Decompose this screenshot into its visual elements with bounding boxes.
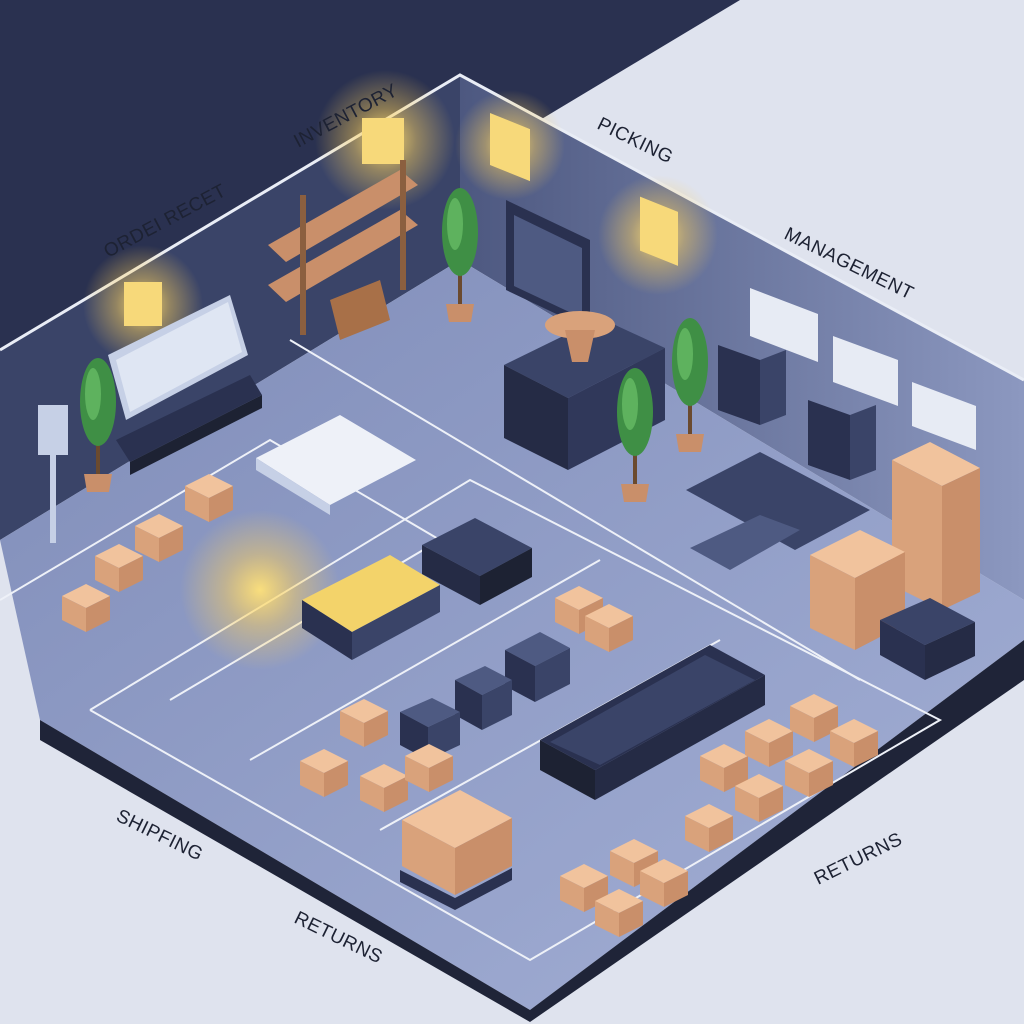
packing-table bbox=[256, 415, 416, 515]
order-receipt-terminal bbox=[38, 295, 262, 543]
right-wall bbox=[460, 75, 1024, 600]
wall-lights bbox=[83, 70, 718, 670]
inventory-shelf bbox=[268, 160, 418, 340]
scanning-station bbox=[302, 555, 440, 660]
conveyor-belt bbox=[540, 645, 765, 800]
bin-cart bbox=[422, 518, 532, 605]
large-box-cart bbox=[400, 790, 512, 910]
management-equipment bbox=[686, 345, 876, 570]
tall-box-stack bbox=[810, 442, 980, 680]
management-wall-panels bbox=[750, 288, 976, 450]
picking-machine bbox=[504, 200, 665, 470]
